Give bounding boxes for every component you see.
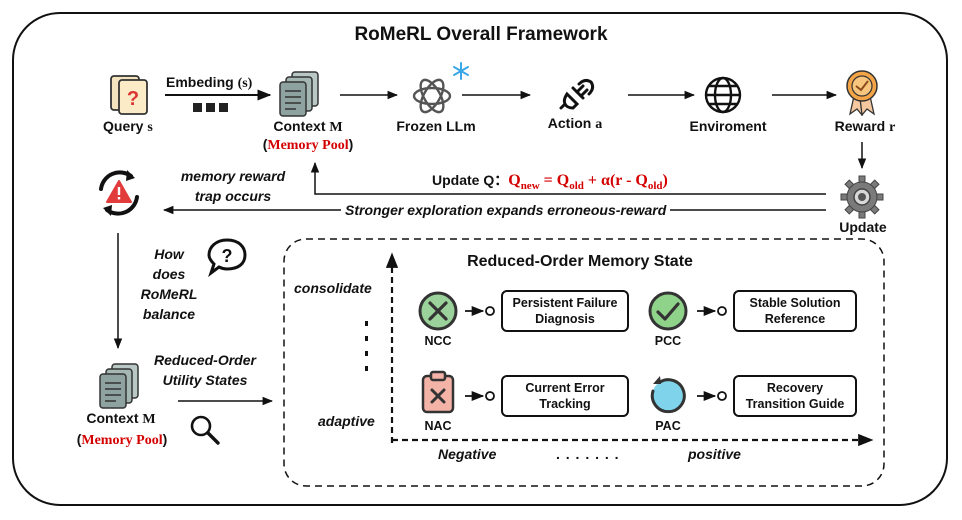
nac-label: NAC [424,419,452,433]
arrow-update-q [310,161,826,195]
embed-label: Embeding (s) [166,74,253,91]
y-axis-bottom-label: adaptive [318,413,375,429]
openai-icon [412,78,452,114]
ncc-connector [465,305,495,317]
svg-text:?: ? [222,246,233,266]
framework-frame [12,12,948,506]
speech-question-icon: ? [207,238,247,277]
memory-pool-bottom: (Memory Pool) [76,431,168,448]
action-label: Action a [547,115,603,132]
pcc-connector [697,305,727,317]
environment-label: Enviroment [689,118,767,134]
magnifier-icon [190,415,220,445]
ncc-label: NCC [424,334,452,348]
frozen-llm-label: Frozen LLm [396,118,476,134]
context-label-bottom: Context M [86,410,156,427]
pcc-label: PCC [654,334,682,348]
vertical-dots [365,321,368,371]
y-axis-top-label: consolidate [294,280,372,296]
framework-title: RoMeRL Overall Framework [354,24,608,45]
x-axis-dots: . . . . . . . [556,446,620,462]
ncc-x-icon [418,291,458,331]
exploration-text: Stronger exploration expands erroneous-r… [341,202,671,218]
memory-state-box [283,238,885,487]
memory-stack-icon-bottom [99,363,139,409]
update-q-formula: Update Q：Qnew = Qold + α(r - Qold) [432,172,668,193]
memory-state-title: Reduced-Order Memory State [467,253,693,270]
pac-refresh-icon [650,376,686,414]
query-card-icon: ? [110,75,148,115]
gear-icon [840,175,884,219]
embedding-dots-icon [193,103,228,112]
update-label: Update [839,219,887,235]
nac-clipboard-icon [421,370,455,414]
query-var: s [147,120,153,135]
pac-connector [697,390,727,402]
memory-pool-text-bottom: Memory Pool [81,433,163,448]
context-label-top: Context M [273,118,343,135]
ribbon-icon [846,70,878,116]
memory-pool-text-top: Memory Pool [267,138,349,153]
pcc-check-icon [648,291,688,331]
globe-icon [704,76,742,114]
query-label: Query s [103,118,153,135]
memory-pool-top: (Memory Pool) [262,136,354,153]
pac-label: PAC [655,419,681,433]
alert-cycle-icon [99,170,139,216]
x-axis-right-label: positive [688,446,741,462]
svg-text:?: ? [127,88,139,110]
memory-stack-icon [279,71,319,117]
plug-icon [559,78,595,110]
nac-connector [465,390,495,402]
x-axis-left-label: Negative [438,446,497,462]
embed-var: (s) [237,76,253,91]
reward-label: Reward r [834,118,896,135]
snowflake-icon [453,62,469,80]
